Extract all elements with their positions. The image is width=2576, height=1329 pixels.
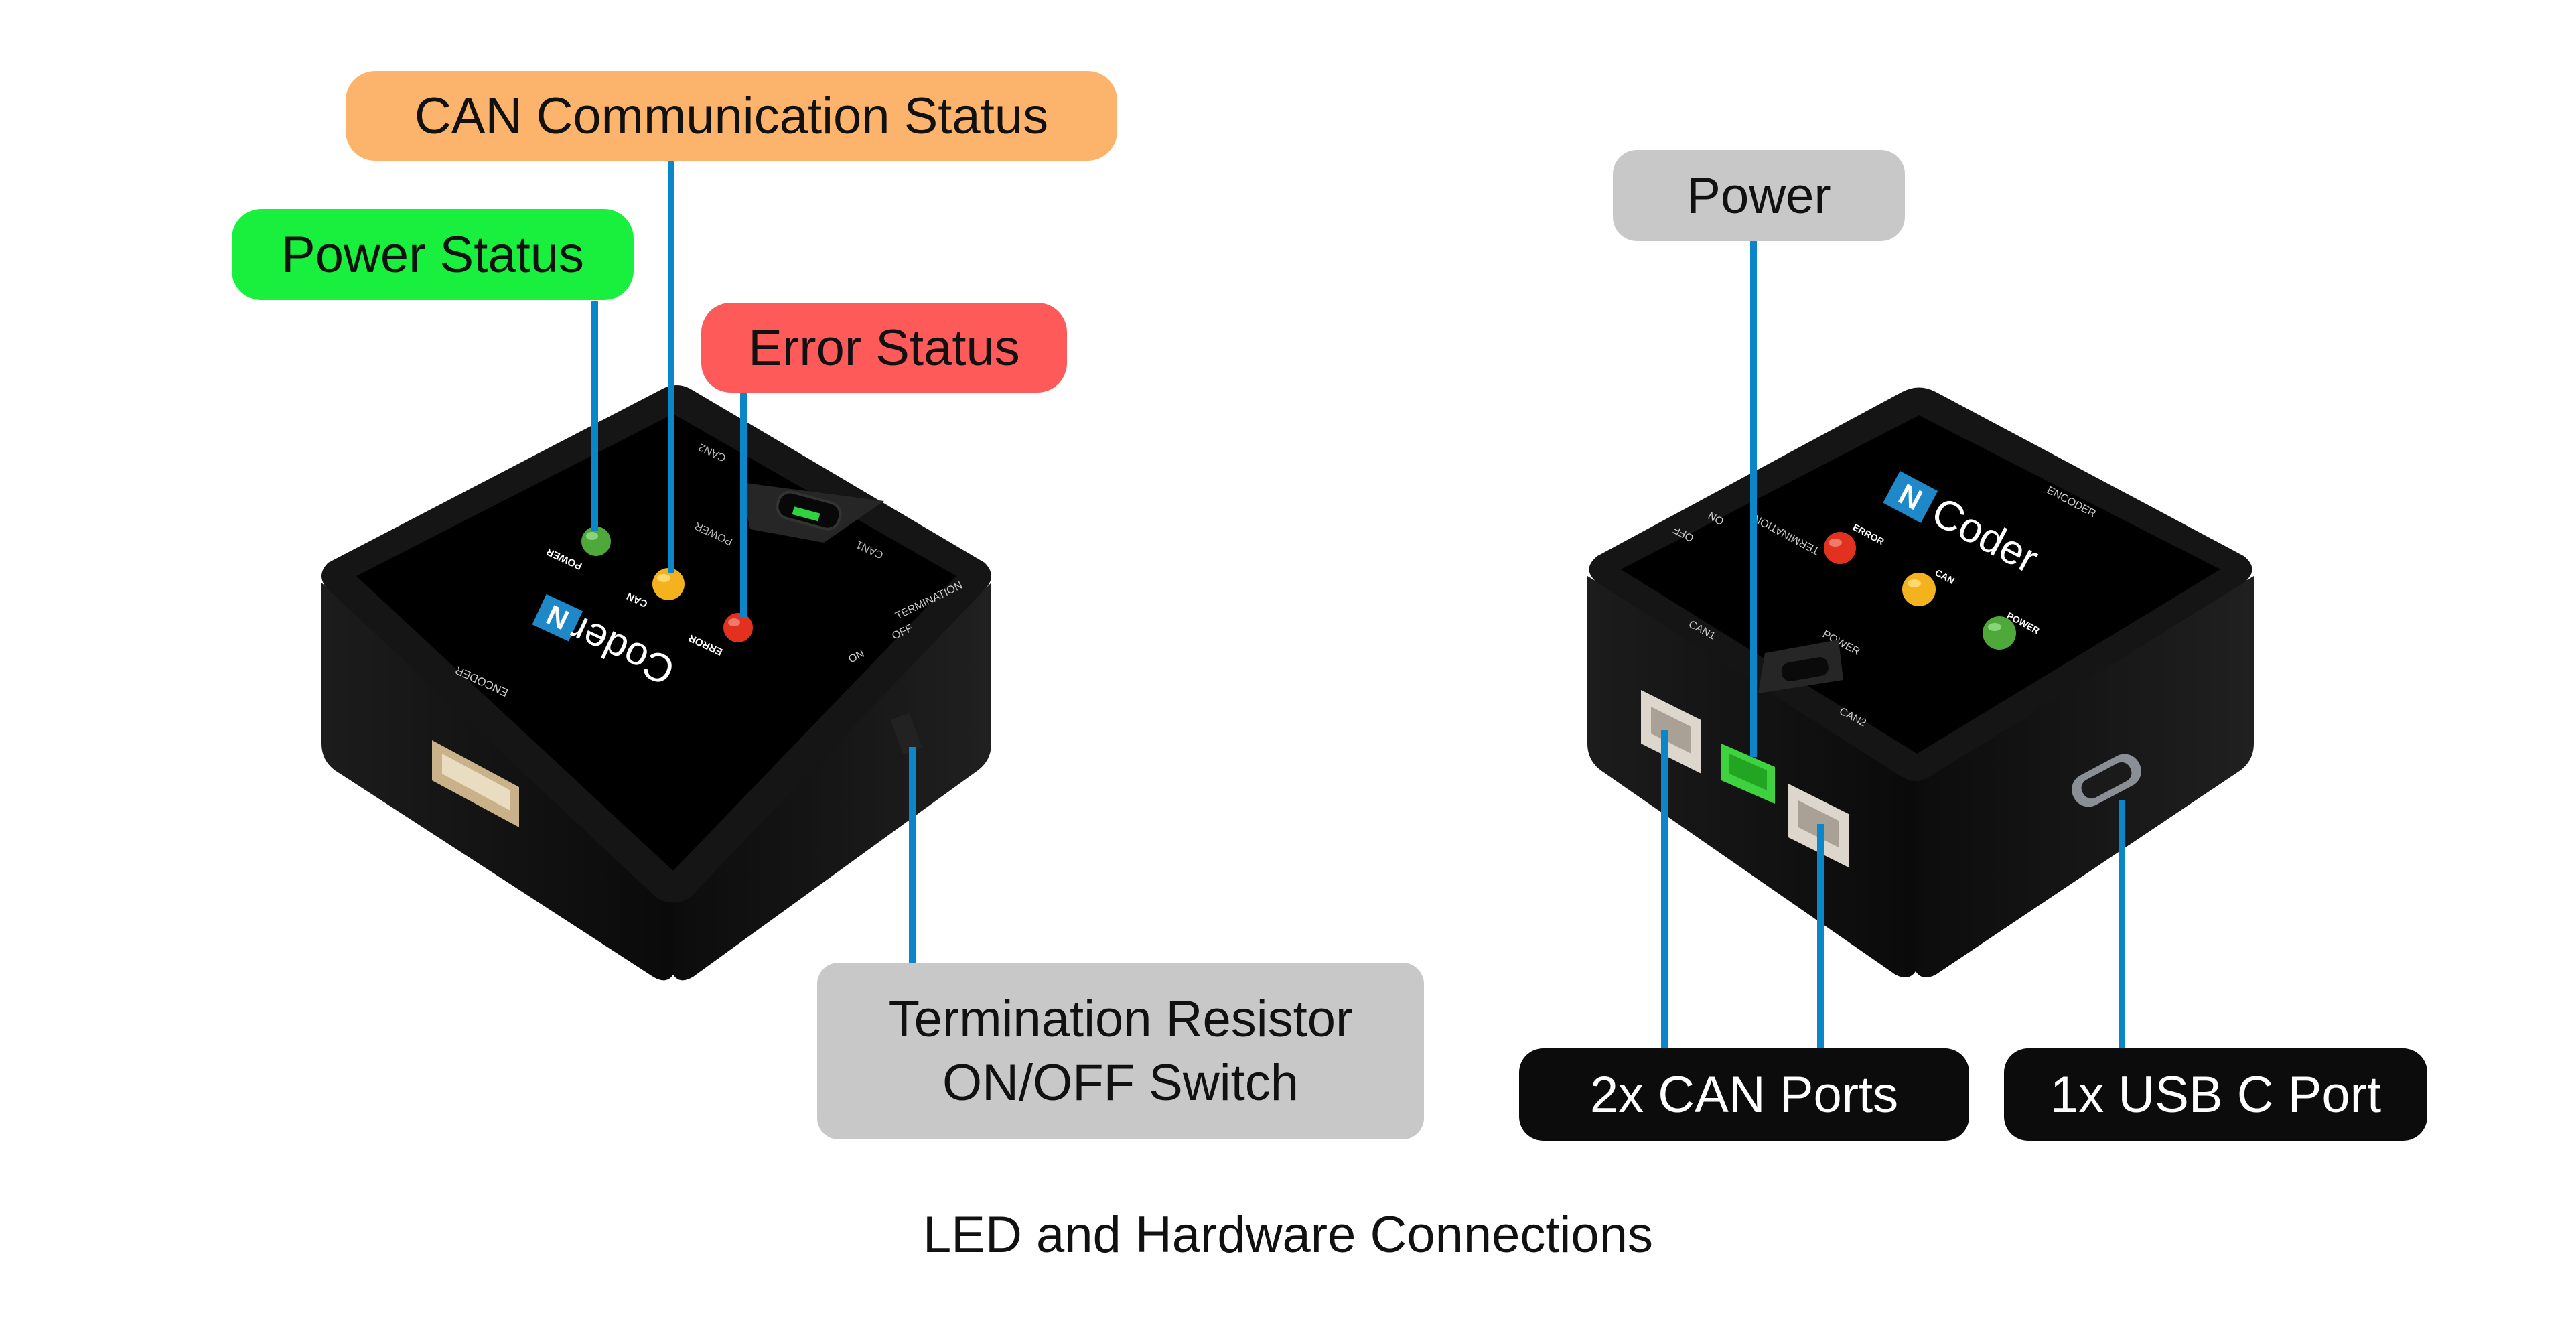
power-callout-text: Power bbox=[1687, 167, 1831, 224]
right-device: ENCODER TERMINATION ON OFF CAN1 POWER CA… bbox=[1587, 387, 2254, 977]
left-device-power-connector-pin bbox=[792, 506, 820, 522]
power-status-callout-text: Power Status bbox=[281, 226, 584, 283]
can-status-callout: CAN Communication Status bbox=[346, 71, 1117, 161]
right-device-can-led-shine bbox=[1908, 579, 1921, 587]
left-device-error-led-shine bbox=[728, 618, 740, 626]
left-device-logo-badge bbox=[532, 593, 583, 642]
usb-port-callout-text: 1x USB C Port bbox=[2050, 1066, 2382, 1123]
power-callout: Power bbox=[1613, 150, 1905, 241]
right-device-usb-port-inner bbox=[2081, 762, 2132, 799]
termination-callout-line2: ON/OFF Switch bbox=[942, 1054, 1299, 1111]
can-ports-callout: 2x CAN Ports bbox=[1519, 1048, 1969, 1141]
right-device-can1-port-inner bbox=[1651, 707, 1691, 754]
right-device-can-led bbox=[1902, 573, 1936, 606]
error-status-callout: Error Status bbox=[701, 303, 1067, 393]
left-device-encoder-connector-slot bbox=[442, 754, 510, 811]
termination-callout: Termination Resistor ON/OFF Switch bbox=[817, 963, 1424, 1139]
right-device-error-led-shine bbox=[1829, 539, 1842, 547]
can-ports-callout-text: 2x CAN Ports bbox=[1589, 1066, 1899, 1123]
leader-lines bbox=[591, 161, 2125, 1048]
left-device-power-led bbox=[581, 527, 611, 556]
left-device-error-led bbox=[723, 613, 753, 642]
left-device: CAN2 CAN1 POWER ENCODER TERMINATION ON O… bbox=[321, 385, 991, 981]
right-device-power-led-shine bbox=[1988, 623, 2001, 631]
left-device-power-led-shine bbox=[586, 532, 598, 540]
error-status-callout-text: Error Status bbox=[748, 319, 1020, 376]
right-device-power-connector-face bbox=[1729, 754, 1767, 790]
left-device-termination-switch bbox=[890, 713, 922, 755]
usb-port-callout: 1x USB C Port bbox=[2004, 1048, 2427, 1141]
right-device-logo-badge bbox=[1883, 470, 1938, 523]
power-status-callout: Power Status bbox=[232, 209, 634, 300]
left-device-can-led-shine bbox=[657, 574, 670, 582]
right-device-power-slot-inner bbox=[1781, 657, 1829, 681]
right-device-error-led bbox=[1824, 532, 1856, 564]
left-device-right-face bbox=[673, 583, 991, 981]
figure-caption: LED and Hardware Connections bbox=[923, 1206, 1653, 1263]
termination-callout-line1: Termination Resistor bbox=[888, 991, 1353, 1048]
can-status-callout-text: CAN Communication Status bbox=[414, 87, 1049, 145]
